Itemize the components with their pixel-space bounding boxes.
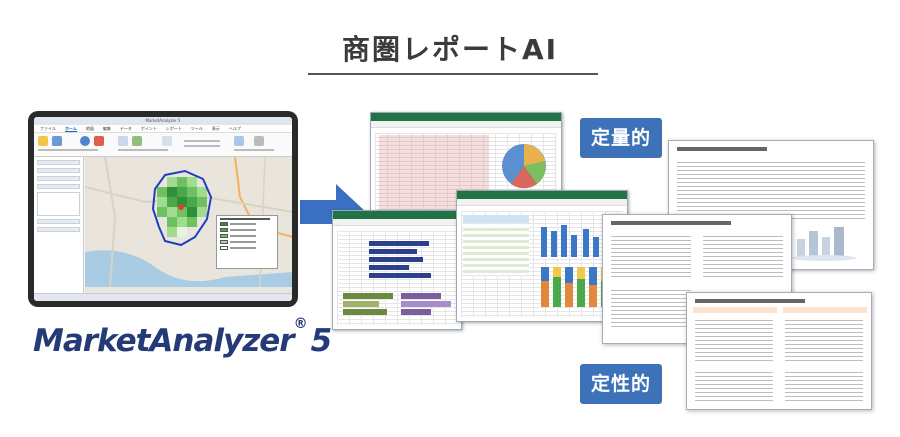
menu-item-home[interactable]: ホーム bbox=[65, 126, 77, 132]
report-icon[interactable] bbox=[162, 136, 172, 146]
save-icon[interactable] bbox=[52, 136, 62, 146]
product-logo: MarketAnalyzer®5 bbox=[33, 316, 333, 359]
tablet-device: MarketAnalyzer 5 ファイル ホーム 地図 編集 データ ポイント… bbox=[28, 111, 298, 307]
sidebar-item[interactable] bbox=[37, 219, 80, 224]
quantitative-label: 定量的 bbox=[580, 118, 662, 158]
menu-item-map[interactable]: 地図 bbox=[85, 126, 94, 131]
doc-body-text bbox=[695, 317, 773, 361]
store-marker-icon[interactable] bbox=[178, 204, 184, 210]
page-title: 商圏レポートAI bbox=[341, 33, 559, 66]
menu-item-report[interactable]: レポート bbox=[165, 126, 182, 131]
title-underline bbox=[308, 73, 598, 75]
app-ribbon bbox=[34, 133, 292, 157]
print-icon[interactable] bbox=[234, 136, 244, 146]
legend-item bbox=[220, 246, 274, 250]
settings-icon[interactable] bbox=[254, 136, 264, 146]
bar-chart-icon bbox=[343, 241, 451, 315]
menu-item-point[interactable]: ポイント bbox=[140, 126, 157, 131]
spreadsheet-report-3 bbox=[456, 190, 628, 322]
doc-body-text bbox=[611, 233, 691, 279]
doc-body-text bbox=[703, 233, 783, 279]
logo-name: MarketAnalyzer bbox=[33, 323, 295, 359]
legend-item bbox=[220, 228, 274, 232]
section-header bbox=[783, 307, 867, 313]
doc-body-text bbox=[611, 287, 691, 327]
menu-item-file[interactable]: ファイル bbox=[40, 126, 56, 131]
doc-body-text bbox=[785, 317, 863, 361]
ribbon-option bbox=[184, 140, 220, 142]
doc-heading bbox=[695, 299, 805, 303]
excel-ribbon bbox=[371, 121, 561, 128]
excel-titlebar bbox=[333, 211, 461, 219]
excel-titlebar bbox=[457, 191, 627, 199]
sidebar-item[interactable] bbox=[37, 227, 80, 232]
doc-body-text bbox=[677, 159, 865, 219]
menu-item-view[interactable]: 表示 bbox=[211, 126, 220, 131]
folder-icon[interactable] bbox=[38, 136, 48, 146]
qualitative-label: 定性的 bbox=[580, 364, 662, 404]
app-menubar: ファイル ホーム 地図 編集 データ ポイント レポート ツール 表示 ヘルプ bbox=[34, 125, 292, 133]
menu-item-edit[interactable]: 編集 bbox=[102, 126, 111, 131]
pie-chart-icon bbox=[502, 144, 546, 189]
sidebar-list[interactable] bbox=[37, 192, 80, 216]
sidebar-dropdown[interactable] bbox=[37, 176, 80, 181]
section-header bbox=[693, 307, 777, 313]
menu-item-tools[interactable]: ツール bbox=[190, 126, 203, 131]
excel-ribbon bbox=[333, 219, 461, 226]
app-statusbar bbox=[34, 293, 292, 301]
ribbon-option bbox=[184, 145, 220, 147]
legend-item bbox=[220, 234, 274, 238]
doc-body-text bbox=[785, 369, 863, 401]
grid-cells bbox=[157, 177, 207, 237]
app-sidebar bbox=[34, 157, 84, 293]
table-header bbox=[463, 215, 529, 223]
ribbon-group-label bbox=[38, 149, 98, 151]
trade-area-outline bbox=[151, 169, 213, 247]
logo-version: 5 bbox=[310, 323, 333, 359]
sidebar-dropdown[interactable] bbox=[37, 160, 80, 165]
menu-item-help[interactable]: ヘルプ bbox=[228, 126, 241, 131]
excel-titlebar bbox=[371, 113, 561, 121]
text-report-3 bbox=[686, 292, 872, 410]
ribbon-group-label bbox=[118, 149, 168, 151]
registered-mark: ® bbox=[293, 315, 308, 332]
data-table bbox=[463, 225, 529, 275]
legend-item bbox=[220, 222, 274, 226]
app-window-title: MarketAnalyzer 5 bbox=[34, 117, 292, 125]
sidebar-dropdown[interactable] bbox=[37, 184, 80, 189]
map-view[interactable] bbox=[85, 157, 292, 293]
spreadsheet-report-2 bbox=[332, 210, 462, 330]
legend-item bbox=[220, 240, 274, 244]
excel-ribbon bbox=[457, 199, 627, 206]
ribbon-group-label bbox=[234, 149, 274, 151]
location-icon[interactable] bbox=[94, 136, 104, 146]
sidebar-dropdown[interactable] bbox=[37, 168, 80, 173]
doc-body-text bbox=[695, 369, 773, 401]
doc-heading bbox=[611, 221, 731, 225]
app-screen: MarketAnalyzer 5 ファイル ホーム 地図 編集 データ ポイント… bbox=[34, 117, 292, 301]
menu-item-data[interactable]: データ bbox=[119, 126, 132, 131]
city-illustration-icon bbox=[792, 227, 856, 261]
zoom-icon[interactable] bbox=[80, 136, 90, 146]
doc-heading bbox=[677, 147, 767, 151]
area-icon[interactable] bbox=[132, 136, 142, 146]
map-legend[interactable] bbox=[216, 215, 278, 269]
legend-title bbox=[220, 218, 274, 220]
layer-icon[interactable] bbox=[118, 136, 128, 146]
